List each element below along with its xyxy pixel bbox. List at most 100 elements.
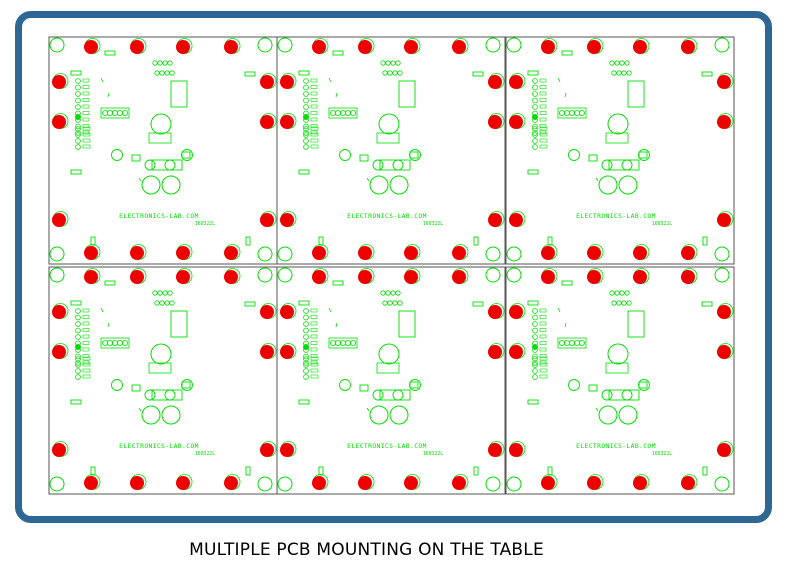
header-pin (154, 300, 160, 306)
pin-label-mark (310, 341, 318, 345)
mounting-pad (130, 40, 144, 54)
mounting-pad (52, 305, 66, 319)
pin-label-mark (82, 356, 91, 361)
pin-label-mark (539, 98, 547, 102)
pin-label-mark (82, 98, 90, 102)
pin-label-mark (310, 308, 318, 313)
pin-label-mark (539, 144, 548, 149)
corner-hole (485, 476, 501, 492)
corner-hole (257, 267, 273, 283)
header-pin (609, 290, 615, 296)
mounting-pad (312, 476, 326, 490)
speaker-footprint (378, 113, 400, 135)
capacitor-footprint (389, 175, 409, 195)
pot-pad (579, 340, 586, 347)
component-footprint (104, 50, 116, 56)
corner-hole (506, 37, 522, 53)
pin-label-mark (310, 144, 319, 149)
pin-column-pad (532, 130, 538, 136)
board-outline (505, 36, 735, 265)
capacitor-footprint (141, 175, 161, 195)
pin-label-mark (82, 85, 90, 89)
pin-label-mark (82, 78, 90, 83)
mounting-pad (84, 476, 98, 490)
speaker-footprint (150, 343, 172, 365)
test-hole (181, 149, 193, 161)
component-footprint (702, 466, 708, 476)
pin-label-mark (82, 138, 91, 143)
capacitor-footprint (389, 405, 409, 425)
component-footprint (181, 151, 191, 159)
header-pin (385, 60, 391, 66)
mounting-pad (452, 40, 466, 54)
mounting-pad (633, 270, 647, 284)
pin-label-mark (82, 124, 90, 128)
pin-label-mark (82, 117, 90, 122)
header-pin (392, 300, 398, 306)
corner-hole (49, 267, 65, 283)
pin-label-mark (82, 362, 91, 367)
pin-column-pad (303, 314, 309, 321)
pin-column-pad (532, 78, 538, 84)
component-footprint (298, 300, 310, 306)
pin-one-marker (75, 114, 81, 120)
connector-pin (75, 356, 81, 362)
board-code: 160322L (652, 221, 672, 227)
header-pin (164, 300, 170, 306)
component-footprint (547, 466, 553, 476)
mounting-pad (84, 246, 98, 260)
mounting-pad (509, 115, 523, 129)
pin-label-mark (539, 341, 547, 345)
pin-label-mark (310, 328, 318, 332)
pin-label-mark (310, 91, 318, 96)
pin-column-pad (75, 353, 81, 360)
component-footprint (561, 50, 573, 56)
pin-label-mark (82, 91, 90, 96)
pin-column-pad (532, 314, 538, 321)
mounting-pad (130, 246, 144, 260)
component-footprint (473, 236, 479, 246)
header-pin (385, 290, 391, 296)
test-hole (111, 149, 123, 161)
pin-label-mark (539, 362, 548, 367)
header-pin (387, 70, 393, 76)
component-footprint (527, 300, 539, 306)
component-footprint (359, 154, 369, 162)
pin-label-mark (310, 104, 318, 109)
mounting-pad (224, 40, 238, 54)
mounting-pad (176, 476, 190, 490)
mounting-pad (130, 476, 144, 490)
connector-footprint (148, 362, 172, 374)
pin-label-mark (310, 315, 318, 319)
header-pin (162, 60, 168, 66)
header-pin (624, 60, 630, 66)
mounting-pad (509, 345, 523, 359)
corner-hole (257, 37, 273, 53)
led-footprint (621, 159, 633, 171)
header-pin (157, 60, 163, 66)
header-pin (616, 70, 622, 76)
pin-label-mark (539, 374, 548, 379)
component-footprint (527, 70, 539, 76)
header-pin (154, 70, 160, 76)
header-pin (395, 60, 401, 66)
connector-pin (303, 356, 309, 362)
header-pin (626, 300, 632, 306)
pot-outline (557, 107, 587, 119)
connector-pin (532, 144, 538, 150)
pin-column-pad (75, 84, 81, 91)
connector-footprint (376, 362, 400, 374)
pot-pad (579, 110, 586, 117)
component-footprint (527, 169, 539, 175)
test-hole (638, 149, 650, 161)
pin-label-mark (82, 104, 90, 109)
pin-column-pad (303, 91, 309, 97)
silk-mark (557, 77, 599, 182)
connector-pin (75, 138, 81, 144)
component-footprint (298, 399, 310, 405)
connector-footprint (605, 132, 629, 144)
header-pin (382, 300, 388, 306)
pin-label-mark (310, 117, 318, 122)
